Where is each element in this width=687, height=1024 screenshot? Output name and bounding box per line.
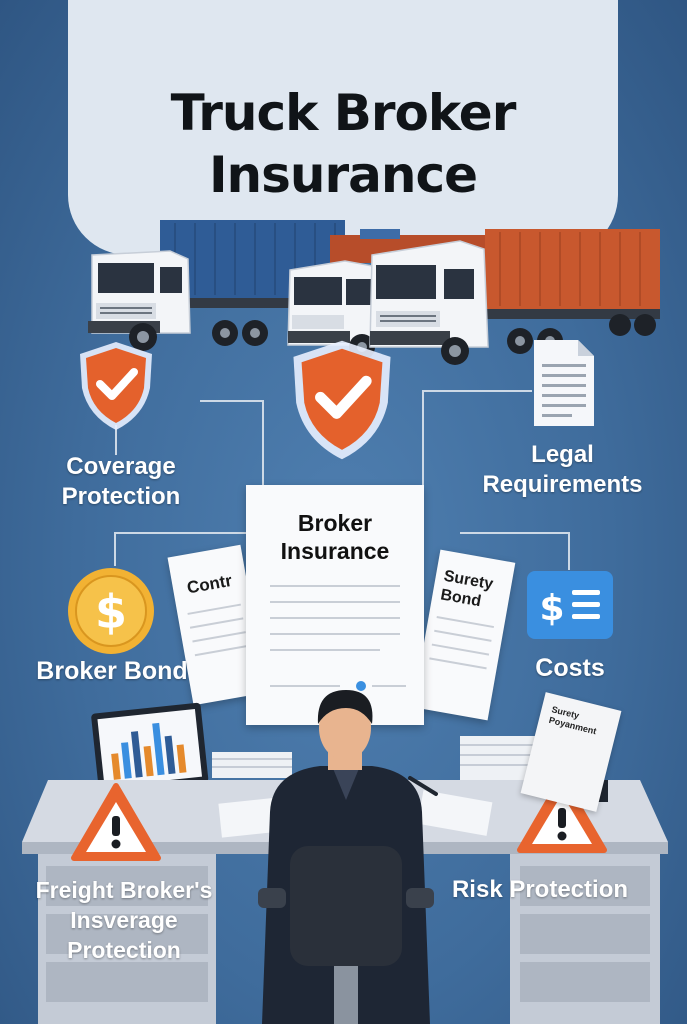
connector-line <box>460 532 570 534</box>
text-line <box>270 601 400 603</box>
freight-broker-protection-label: Freight Broker's Insverage Protection <box>35 877 213 963</box>
contract-document-label: Contr <box>185 570 234 598</box>
text-line <box>189 617 244 629</box>
warning-icon <box>71 783 161 861</box>
risk-protection-label: Risk Protection <box>451 876 629 903</box>
dollar-coin-icon: $ <box>68 568 154 654</box>
connector-line <box>422 390 532 392</box>
text-line <box>429 657 487 670</box>
trucks-illustration <box>88 220 660 365</box>
surety-payment-paper-title: Surety Poyanment <box>547 704 598 737</box>
connector-line <box>200 400 264 402</box>
connector-line <box>114 532 248 534</box>
svg-text:$: $ <box>95 585 127 639</box>
text-line <box>431 643 490 656</box>
title-panel <box>68 0 618 255</box>
shield-check-icon <box>293 340 391 460</box>
desk-scene-illustration <box>22 690 668 1024</box>
connector-line <box>568 532 570 570</box>
text-line <box>372 685 406 687</box>
text-line <box>436 616 495 629</box>
svg-text:$: $ <box>539 588 564 629</box>
text-line <box>270 649 380 651</box>
broker-insurance-document-title: Broker Insurance <box>280 510 390 564</box>
text-line <box>192 631 246 643</box>
coverage-protection-label: Coverage Protection <box>61 453 181 510</box>
costs-label: Costs <box>535 654 605 682</box>
connector-line <box>422 390 424 500</box>
text-line <box>270 633 400 635</box>
surety-bond-document-title: Surety Bond <box>439 567 495 611</box>
text-line <box>194 644 249 657</box>
connector-line <box>262 400 264 485</box>
text-line <box>270 617 400 619</box>
text-line <box>270 685 340 687</box>
connector-line <box>114 532 116 566</box>
broker-insurance-document: Broker Insurance <box>246 485 424 725</box>
text-line <box>187 603 241 615</box>
seal-icon <box>356 681 366 691</box>
shield-check-icon <box>80 342 152 430</box>
page-title: Truck Broker Insurance <box>170 84 517 204</box>
connector-line <box>115 425 117 455</box>
text-line <box>434 629 492 642</box>
legal-requirements-label: Legal Requirements <box>482 441 643 498</box>
dollar-list-icon: $ <box>527 571 613 639</box>
text-line <box>270 585 400 587</box>
warning-icon <box>517 775 607 853</box>
document-icon <box>534 340 594 426</box>
broker-bond-label: Broker Bond <box>36 657 188 685</box>
